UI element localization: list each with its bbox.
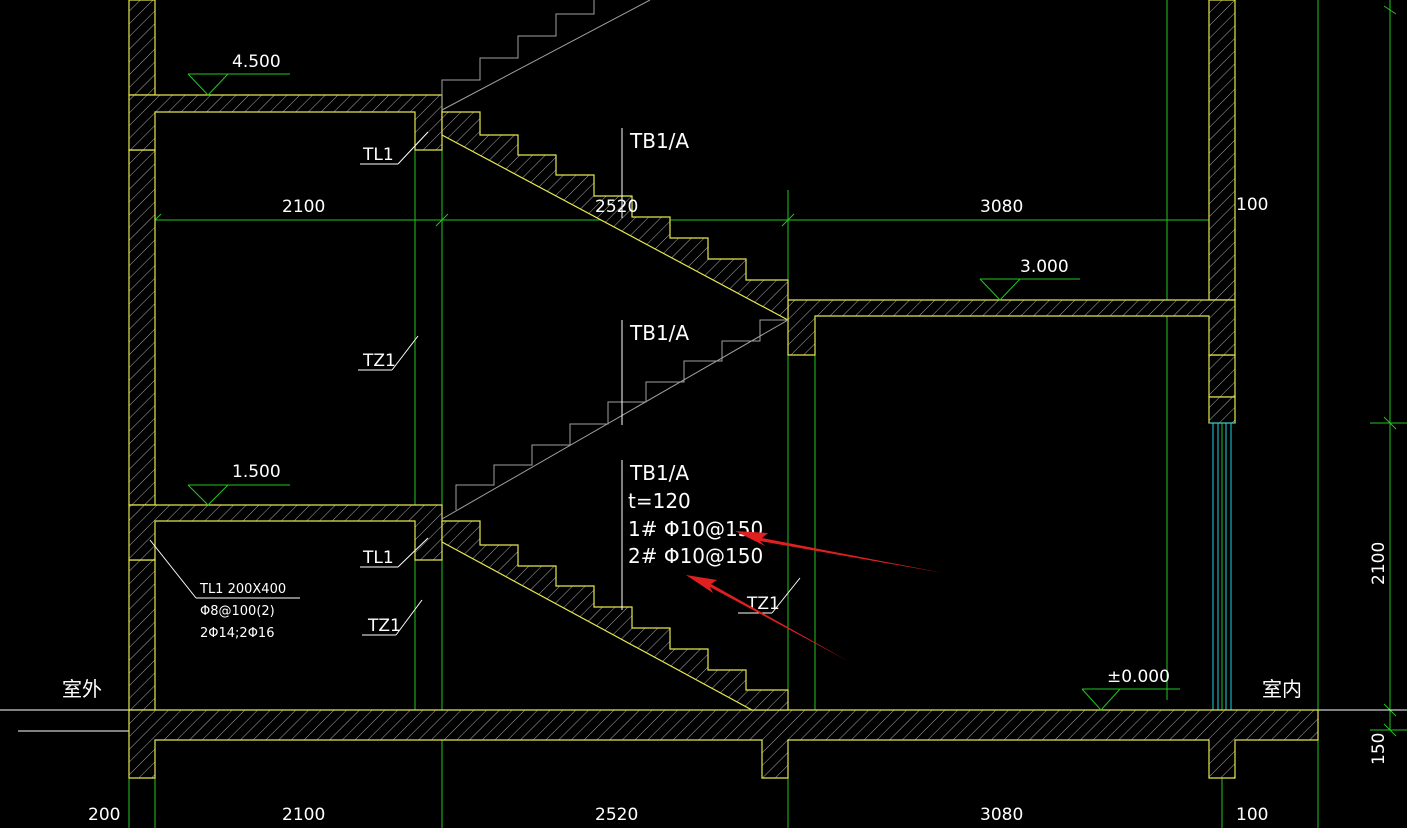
vertical-dimensions: 2100 150	[1369, 542, 1389, 765]
dim-upper-1: 2100	[282, 197, 325, 217]
dim-lower-2: 2100	[282, 805, 325, 825]
beam-spec-line-2: Φ8@100(2)	[200, 604, 275, 619]
dim-lower-3: 2520	[595, 805, 638, 825]
beam-spec-line-1: TL1 200X400	[199, 582, 286, 597]
thickness-label: t=120	[628, 489, 691, 513]
elevation-marker-right: 3.000	[979, 257, 1080, 301]
tl1-bottom-label: TL1	[362, 548, 394, 568]
upper-stair-flight	[441, 111, 789, 322]
tz1-left-upper-label: TZ1	[362, 351, 396, 371]
elevation-right-text: 3.000	[1020, 257, 1069, 277]
elevation-mid-text: 1.500	[232, 462, 281, 482]
elevation-marker-top: 4.500	[187, 52, 290, 96]
tb1-bottom-label: TB1/A	[629, 461, 689, 485]
tb1-labels: TB1/A TB1/A TB1/A t=120 1# Φ10@150 2# Φ1…	[621, 128, 763, 610]
lower-dimensions: 200 2100 2520 3080 100	[88, 805, 1268, 825]
red-arrow-1	[735, 531, 943, 573]
dim-upper-4: 100	[1236, 195, 1268, 215]
tb1-top-label: TB1/A	[629, 129, 689, 153]
tz1-right-label: TZ1	[746, 594, 780, 614]
annotation-arrows	[686, 531, 943, 661]
ground-slab	[128, 709, 1319, 779]
upper-dimensions: 2100 2520 3080 100	[282, 195, 1268, 217]
tb1-mid-label: TB1/A	[629, 321, 689, 345]
tz1-left-lower-label: TZ1	[367, 616, 401, 636]
right-wall	[1208, 0, 1236, 710]
outdoor-label: 室外	[62, 677, 102, 701]
right-floor-slab	[787, 299, 1236, 356]
elevation-marker-mid: 1.500	[187, 462, 290, 506]
elevation-marker-ground: ±0.000	[1081, 667, 1180, 711]
elevation-top-text: 4.500	[232, 52, 281, 72]
beam-spec-callout: TL1 200X400 Φ8@100(2) 2Φ14;2Φ16	[149, 539, 300, 641]
rebar-2-label: 2# Φ10@150	[628, 544, 763, 568]
elevation-ground-text: ±0.000	[1107, 667, 1170, 687]
dim-lower-1: 200	[88, 805, 120, 825]
mid-landing-slab	[128, 504, 443, 561]
dim-upper-2: 2520	[595, 197, 638, 217]
rebar-1-label: 1# Φ10@150	[628, 517, 763, 541]
dim-vertical-2: 150	[1369, 733, 1389, 765]
indoor-label: 室内	[1262, 677, 1302, 701]
member-labels: TL1 TZ1 TL1 TZ1 TZ1	[358, 131, 801, 636]
dim-upper-3: 3080	[980, 197, 1023, 217]
red-arrow-2	[686, 575, 848, 661]
dim-lower-4: 3080	[980, 805, 1023, 825]
stair-elevation-lines	[441, 0, 789, 520]
dim-vertical-1: 2100	[1369, 542, 1389, 585]
lower-stair-flight	[441, 520, 789, 711]
dim-lower-5: 100	[1236, 805, 1268, 825]
beam-spec-line-3: 2Φ14;2Φ16	[200, 626, 274, 641]
left-wall	[128, 0, 156, 711]
tl1-top-label: TL1	[362, 145, 394, 165]
upper-landing-slab	[128, 94, 443, 151]
